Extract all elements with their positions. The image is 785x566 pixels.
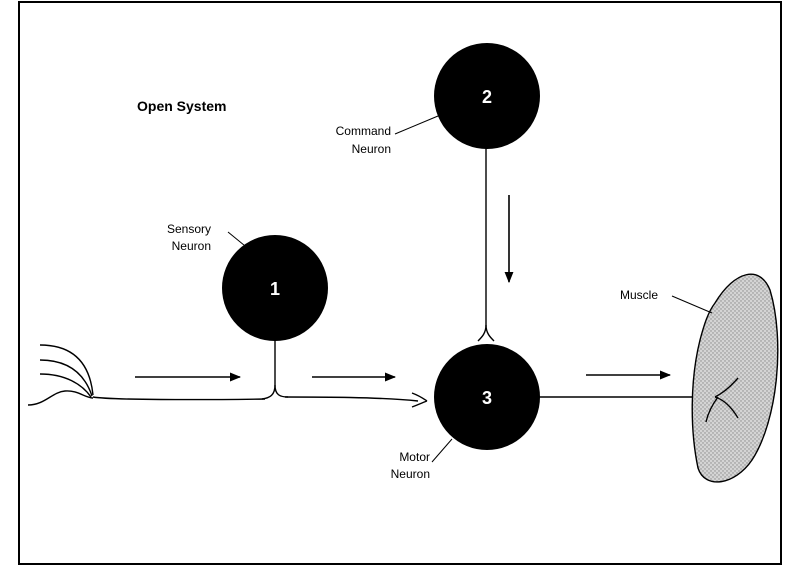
motor-neuron-number: 3 bbox=[482, 388, 492, 408]
motor-neuron-label: Neuron bbox=[391, 467, 430, 481]
command-neuron-number: 2 bbox=[482, 87, 492, 107]
command-neuron-label: Command bbox=[336, 124, 391, 138]
sensory-axon bbox=[284, 396, 419, 402]
sensory-neuron-number: 1 bbox=[270, 279, 280, 299]
muscle-label: Muscle bbox=[620, 288, 658, 302]
sensory-neuron-label: Neuron bbox=[172, 239, 211, 253]
sensory-fiber bbox=[39, 373, 92, 398]
motor-endplate bbox=[714, 377, 739, 398]
motor-neuron-label: Motor bbox=[399, 450, 430, 464]
leader-line bbox=[394, 115, 439, 135]
command-neuron: 2 bbox=[434, 43, 540, 149]
muscle-shape bbox=[691, 273, 779, 483]
sensory-axon bbox=[92, 396, 266, 401]
sensory-fiber bbox=[39, 359, 93, 397]
sensory-fiber bbox=[27, 390, 94, 406]
sensory-neuron-label: Sensory bbox=[167, 222, 211, 236]
synapse-terminal bbox=[411, 400, 428, 408]
motor-endplate bbox=[705, 396, 719, 423]
diagram-frame bbox=[18, 1, 782, 565]
synapse-terminal bbox=[411, 392, 428, 402]
sensory-stem bbox=[274, 384, 289, 398]
leader-line bbox=[671, 295, 713, 314]
motor-neuron: 3 bbox=[434, 344, 540, 450]
command-terminal bbox=[485, 324, 495, 342]
leader-line bbox=[227, 231, 251, 251]
leader-line bbox=[431, 438, 453, 463]
diagram-title: Open System bbox=[137, 98, 226, 114]
sensory-fiber bbox=[39, 344, 94, 396]
sensory-neuron: 1 bbox=[222, 235, 328, 341]
command-neuron-label: Neuron bbox=[352, 142, 391, 156]
sensory-stem bbox=[261, 340, 276, 400]
command-terminal bbox=[477, 324, 487, 342]
